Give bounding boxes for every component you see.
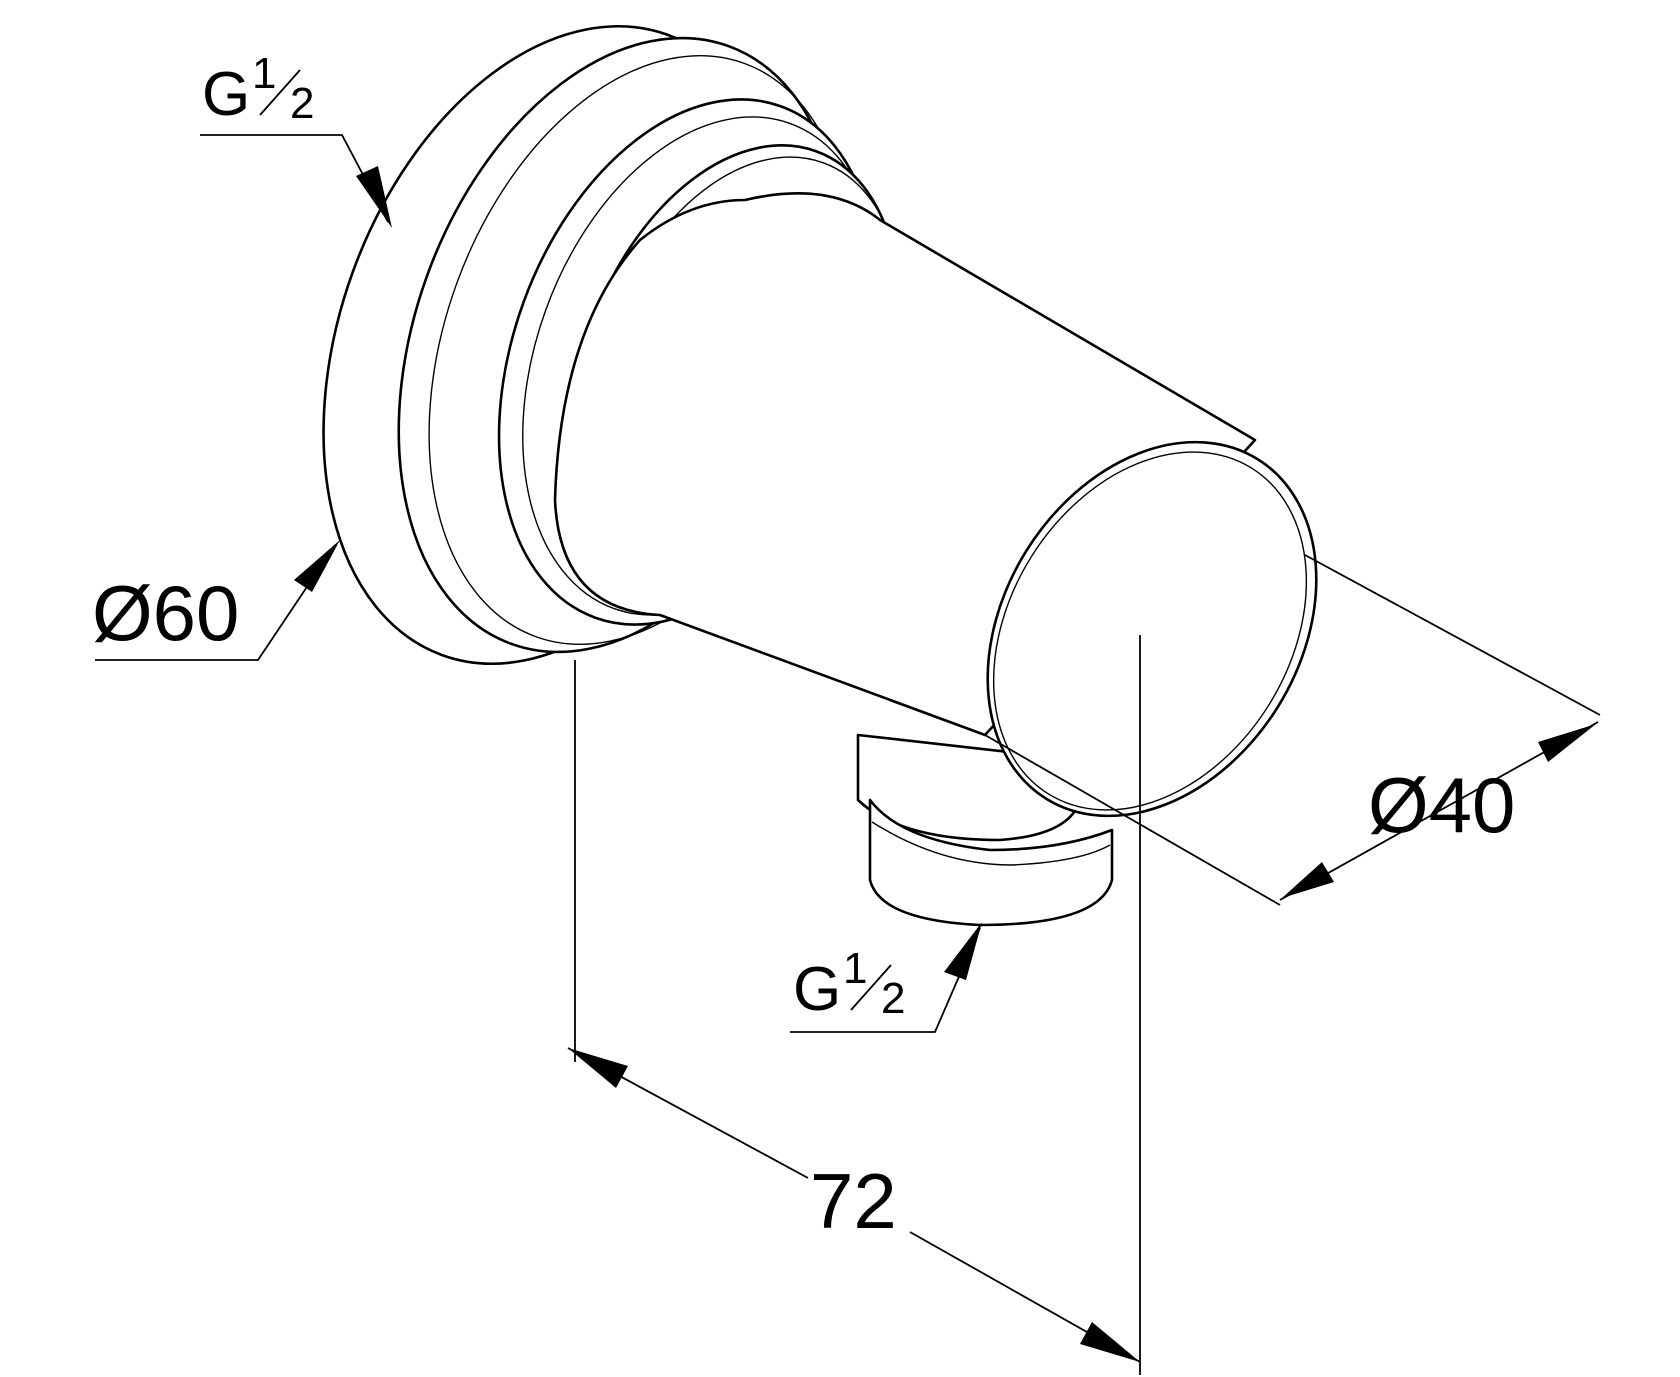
arrow-72-right: [1080, 1322, 1140, 1362]
dimension-labels: G 1 2 Ø60 Ø40 G 1 2 72: [92, 49, 1515, 1245]
label-thread-outlet-main: G: [793, 955, 841, 1024]
cylinder-end-face: [986, 440, 1318, 818]
label-diameter-60: Ø60: [92, 569, 239, 657]
cylinder-body: [553, 192, 1318, 818]
label-length-72: 72: [810, 1157, 897, 1245]
arrow-diameter-60: [294, 540, 340, 592]
dimension-lines: [95, 134, 1601, 1375]
arrow-thread-outlet: [944, 922, 982, 980]
label-thread-wall-fraction-bar: [259, 69, 301, 116]
label-diameter-40: Ø40: [1368, 761, 1515, 849]
label-thread-outlet: G: [793, 955, 841, 1024]
nipple-thread-body: [868, 798, 1114, 927]
label-thread-wall-main: G: [202, 60, 250, 129]
label-thread-outlet-den: 2: [881, 974, 905, 1023]
extension-40-bottom: [984, 734, 1281, 906]
cylinder-end-chamfer: [992, 451, 1308, 811]
arrow-40-lower: [1282, 862, 1334, 898]
extension-40-top: [1304, 554, 1601, 716]
arrow-72-left: [568, 1048, 628, 1088]
label-thread-wall-num: 1: [252, 49, 276, 98]
label-thread-outlet-fraction-bar: [850, 964, 892, 1011]
label-thread-outlet-num: 1: [843, 944, 867, 993]
label-thread-wall-den: 2: [290, 79, 314, 128]
arrow-40-upper: [1538, 724, 1596, 762]
label-thread-wall: G: [202, 60, 250, 129]
arrow-thread-wall: [356, 166, 392, 228]
nipple-ring: [871, 821, 1111, 866]
